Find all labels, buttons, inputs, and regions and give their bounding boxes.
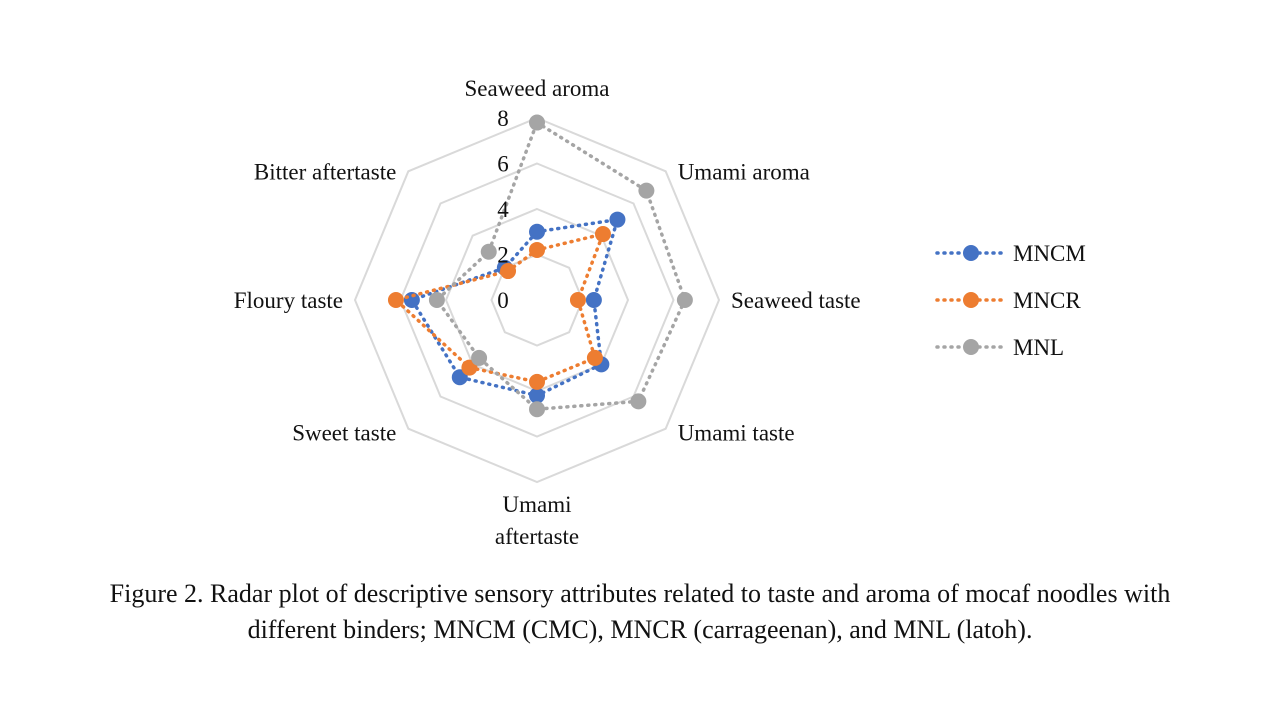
- legend-item-mncm: MNCM: [935, 241, 1086, 266]
- axis-label-sweet-taste: Sweet taste: [292, 421, 396, 446]
- tick-label: 6: [497, 152, 509, 177]
- data-point: [387, 292, 404, 308]
- grid-ring: [399, 162, 675, 438]
- axis-label-seaweed-aroma: Seaweed aroma: [465, 76, 610, 101]
- figure-caption: Figure 2. Radar plot of descriptive sens…: [0, 576, 1280, 648]
- data-point: [471, 349, 488, 366]
- axis-label-umami-taste: Umami taste: [678, 421, 795, 446]
- data-point: [630, 393, 647, 410]
- data-point: [529, 387, 545, 404]
- legend-marker: [963, 339, 979, 355]
- data-point: [585, 292, 602, 308]
- data-point: [529, 241, 545, 258]
- grid-ring: [490, 253, 584, 347]
- legend-item-mnl: MNL: [935, 335, 1064, 360]
- legend-label: MNCM: [1013, 241, 1086, 266]
- data-point: [529, 401, 545, 418]
- tick-label: 8: [497, 106, 509, 131]
- tick-label: 0: [497, 288, 509, 313]
- data-point: [500, 263, 517, 280]
- series-line: [434, 119, 687, 412]
- tick-label: 4: [497, 197, 509, 222]
- data-point: [586, 349, 603, 366]
- tick-label: 2: [497, 243, 509, 268]
- data-point: [594, 226, 611, 243]
- legend: MNCM MNCR MNL: [935, 241, 1086, 360]
- data-point: [428, 292, 445, 308]
- data-point: [480, 243, 497, 260]
- radar-grid: [353, 116, 721, 484]
- data-point: [676, 292, 693, 308]
- data-point: [529, 114, 545, 131]
- axis-label-umami-aroma: Umami aroma: [678, 159, 810, 184]
- data-point: [638, 182, 655, 199]
- grid-ring: [353, 116, 721, 484]
- data-point: [609, 211, 626, 228]
- data-point: [529, 223, 545, 240]
- legend-label: MNCR: [1013, 288, 1081, 313]
- legend-label: MNL: [1013, 335, 1064, 360]
- series-mncr: [387, 226, 611, 390]
- data-point: [569, 292, 586, 308]
- radar-series: [387, 114, 693, 418]
- caption-line-2: different binders; MNCM (CMC), MNCR (car…: [247, 615, 1033, 644]
- legend-marker: [963, 292, 979, 308]
- legend-item-mncr: MNCR: [935, 288, 1081, 313]
- legend-marker: [963, 245, 979, 261]
- axis-label-floury-taste: Floury taste: [234, 288, 343, 313]
- series-mnl: [428, 114, 693, 418]
- data-point: [529, 373, 545, 390]
- axis-label-seaweed-taste: Seaweed taste: [731, 288, 861, 313]
- caption-line-1: Figure 2. Radar plot of descriptive sens…: [109, 579, 1171, 608]
- axis-label-bitter-aftertaste: Bitter aftertaste: [254, 159, 396, 184]
